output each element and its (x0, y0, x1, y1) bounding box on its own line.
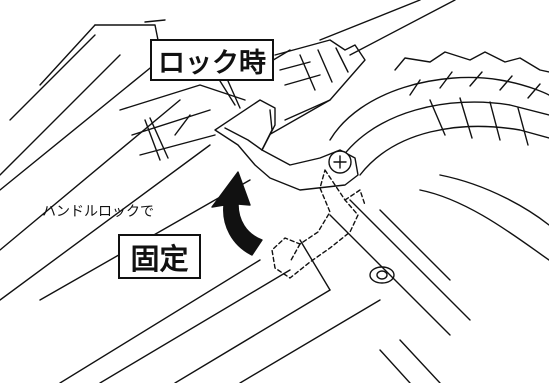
fixed-label: 固定 (118, 234, 201, 279)
brake-teeth (274, 39, 366, 121)
lock-state-label: ロック時 (150, 39, 274, 81)
wheel (299, 51, 549, 383)
handle-lock-caption: ハンドルロックで (42, 204, 154, 220)
phillips-screw-icon (328, 150, 352, 174)
leader-lines (219, 80, 241, 109)
unlocked-lever-dashed (271, 169, 366, 279)
curved-arrow-icon (211, 171, 263, 256)
